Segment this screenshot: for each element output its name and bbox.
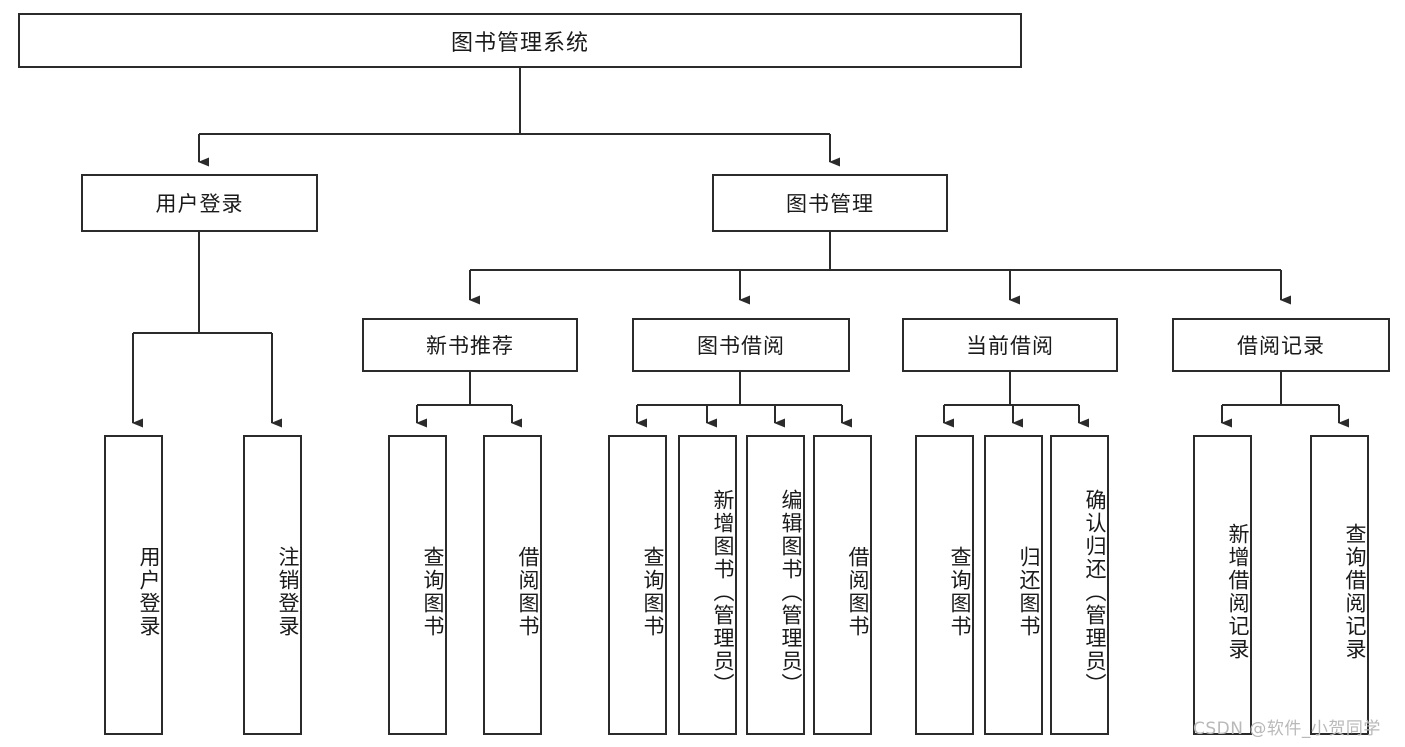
node-leaf-add-book[interactable]: 新增图书（管理员） [678,435,737,735]
node-label: 用户登录 [137,546,161,638]
node-label: 借阅记录 [1237,334,1325,358]
node-leaf-query-record[interactable]: 查询借阅记录 [1310,435,1369,735]
node-borrow-record[interactable]: 借阅记录 [1172,318,1390,372]
node-leaf-query-book-1[interactable]: 查询图书 [388,435,447,735]
node-label: 借阅图书 [846,546,870,638]
node-leaf-query-book-2[interactable]: 查询图书 [608,435,667,735]
node-book-management[interactable]: 图书管理 [712,174,948,232]
node-leaf-confirm-return[interactable]: 确认归还（管理员） [1050,435,1109,735]
node-label: 查询图书 [948,546,972,638]
node-label: 新增借阅记录 [1226,523,1250,661]
node-label: 新书推荐 [426,334,514,358]
node-label: 查询图书 [641,546,665,638]
node-new-book-recommend[interactable]: 新书推荐 [362,318,578,372]
node-label: 查询借阅记录 [1343,523,1367,661]
node-leaf-borrow-book-2[interactable]: 借阅图书 [813,435,872,735]
node-leaf-borrow-book-1[interactable]: 借阅图书 [483,435,542,735]
node-label: 当前借阅 [966,334,1054,358]
node-label: 图书管理 [786,192,874,216]
node-book-borrow[interactable]: 图书借阅 [632,318,850,372]
node-label: 注销登录 [276,546,300,638]
node-label: 编辑图书（管理员） [779,488,803,696]
node-label: 借阅图书 [516,546,540,638]
node-leaf-edit-book[interactable]: 编辑图书（管理员） [746,435,805,735]
node-leaf-return-book[interactable]: 归还图书 [984,435,1043,735]
node-leaf-logout-login[interactable]: 注销登录 [243,435,302,735]
node-current-borrow[interactable]: 当前借阅 [902,318,1118,372]
node-label: 确认归还（管理员） [1083,488,1107,696]
csdn-watermark: CSDN @软件_小贺同学 [1193,719,1381,739]
node-label: 用户登录 [155,192,244,216]
node-user-login[interactable]: 用户登录 [81,174,318,232]
node-label: 图书管理系统 [450,30,589,56]
node-leaf-add-record[interactable]: 新增借阅记录 [1193,435,1252,735]
node-root-book-management-system[interactable]: 图书管理系统 [18,13,1022,68]
node-label: 归还图书 [1017,546,1041,638]
node-label: 图书借阅 [697,334,785,358]
node-label: 新增图书（管理员） [711,488,735,696]
node-leaf-user-login[interactable]: 用户登录 [104,435,163,735]
node-leaf-query-book-3[interactable]: 查询图书 [915,435,974,735]
node-label: 查询图书 [421,546,445,638]
